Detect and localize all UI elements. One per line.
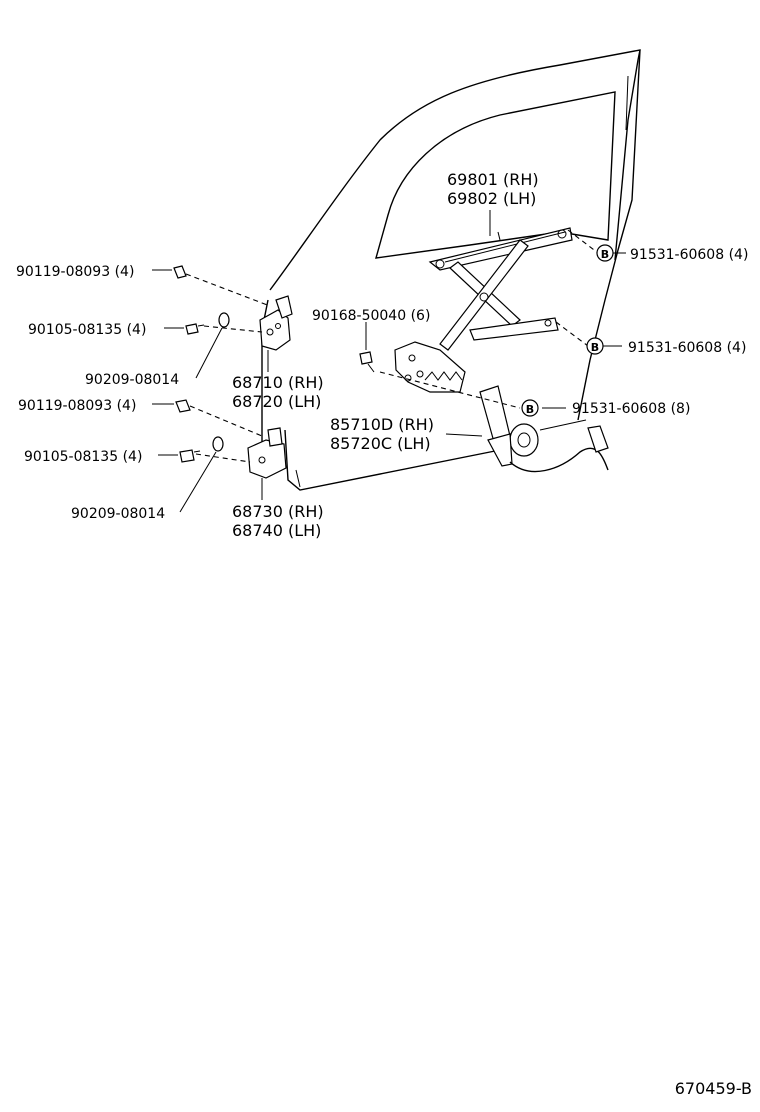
window-glass (375, 91, 616, 259)
b-badge-top: B (596, 244, 614, 262)
label-90209-a: 90209-08014 (85, 372, 179, 388)
b-badge-mid: B (586, 337, 604, 355)
label-9153-low: 91531-60608 (8) (572, 401, 690, 417)
diagram-id: 670459-B (675, 1079, 752, 1098)
upper-hinge (259, 295, 293, 351)
label-lower-hinge-lh: 68740 (LH) (232, 521, 321, 540)
fasteners (173, 265, 375, 463)
svg-text:B: B (526, 403, 534, 416)
label-90119-a: 90119-08093 (4) (16, 264, 134, 280)
label-90209-b: 90209-08014 (71, 506, 165, 522)
b-badge-low: B (521, 399, 539, 417)
label-90105-b: 90105-08135 (4) (24, 449, 142, 465)
label-motor-lh: 85720C (LH) (330, 434, 431, 453)
label-regulator-rh: 69801 (RH) (447, 170, 539, 189)
label-9153-mid: 91531-60608 (4) (628, 340, 746, 356)
svg-text:B: B (601, 248, 609, 261)
label-90119-b: 90119-08093 (4) (18, 398, 136, 414)
label-90168: 90168-50040 (6) (312, 308, 430, 324)
label-90105-a: 90105-08135 (4) (28, 322, 146, 338)
label-motor-rh: 85710D (RH) (330, 415, 434, 434)
lower-hinge (247, 427, 287, 479)
leader-lines (152, 210, 626, 513)
label-upper-hinge-lh: 68720 (LH) (232, 392, 321, 411)
label-lower-hinge-rh: 68730 (RH) (232, 502, 324, 521)
label-upper-hinge-rh: 68710 (RH) (232, 373, 324, 392)
label-9153-top: 91531-60608 (4) (630, 247, 748, 263)
svg-text:B: B (591, 341, 599, 354)
label-regulator-lh: 69802 (LH) (447, 189, 536, 208)
window-regulator (394, 227, 573, 393)
part-labels: 69801 (RH) 69802 (LH) 91531-60608 (4) 91… (16, 170, 752, 1098)
door-outline (261, 49, 641, 491)
